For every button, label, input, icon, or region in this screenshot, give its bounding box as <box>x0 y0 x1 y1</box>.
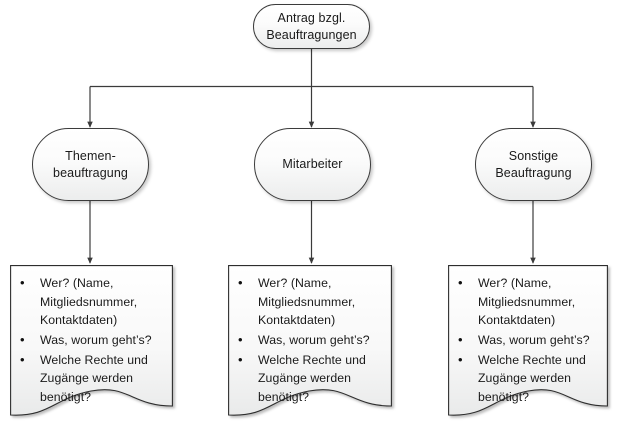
list-item: Wer? (Name, Mitgliedsnummer, Kontaktdate… <box>458 273 598 330</box>
node-sonstige-beauftragung-label: Sonstige Beauftragung <box>495 148 572 180</box>
list-item: Wer? (Name, Mitgliedsnummer, Kontaktdate… <box>20 273 163 330</box>
document-content-sonstige-beauftragung: Wer? (Name, Mitgliedsnummer, Kontaktdate… <box>448 265 608 407</box>
list-item: Was, worum geht’s? <box>458 330 598 350</box>
node-themenbeauftragung[interactable]: Themen- beauftragung <box>32 128 149 201</box>
list-item: Was, worum geht’s? <box>238 330 382 350</box>
list-item: Was, worum geht’s? <box>20 330 163 350</box>
document-sonstige-beauftragung[interactable]: Wer? (Name, Mitgliedsnummer, Kontaktdate… <box>448 265 608 425</box>
document-themenbeauftragung[interactable]: Wer? (Name, Mitgliedsnummer, Kontaktdate… <box>10 265 173 425</box>
document-mitarbeiter[interactable]: Wer? (Name, Mitgliedsnummer, Kontaktdate… <box>228 265 392 425</box>
node-mitarbeiter-label: Mitarbeiter <box>282 157 343 172</box>
document-content-themenbeauftragung: Wer? (Name, Mitgliedsnummer, Kontaktdate… <box>10 265 173 407</box>
bullet-list-sonstige-beauftragung: Wer? (Name, Mitgliedsnummer, Kontaktdate… <box>452 273 602 407</box>
node-themenbeauftragung-label: Themen- beauftragung <box>53 148 128 180</box>
document-content-mitarbeiter: Wer? (Name, Mitgliedsnummer, Kontaktdate… <box>228 265 392 407</box>
list-item: Welche Rechte und Zugänge werden benötig… <box>238 350 382 407</box>
bullet-list-themenbeauftragung: Wer? (Name, Mitgliedsnummer, Kontaktdate… <box>14 273 167 407</box>
node-antrag-label: Antrag bzgl. Beauftragungen <box>266 10 357 42</box>
node-mitarbeiter[interactable]: Mitarbeiter <box>254 128 371 201</box>
bullet-list-mitarbeiter: Wer? (Name, Mitgliedsnummer, Kontaktdate… <box>232 273 386 407</box>
list-item: Welche Rechte und Zugänge werden benötig… <box>458 350 598 407</box>
node-antrag[interactable]: Antrag bzgl. Beauftragungen <box>253 4 370 49</box>
list-item: Wer? (Name, Mitgliedsnummer, Kontaktdate… <box>238 273 382 330</box>
node-sonstige-beauftragung[interactable]: Sonstige Beauftragung <box>475 128 592 201</box>
list-item: Welche Rechte und Zugänge werden benötig… <box>20 350 163 407</box>
